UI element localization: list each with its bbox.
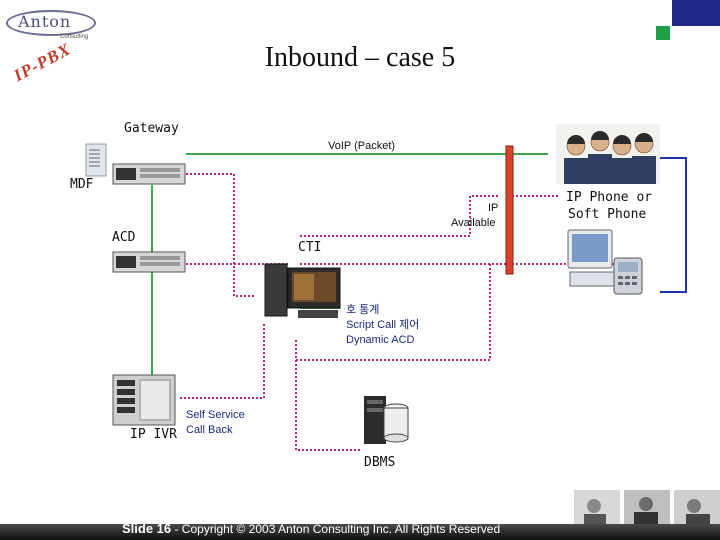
ip-phone-label-1: IP Phone or: [566, 190, 653, 205]
footer-text: Slide 16 - Copyright © 2003 Anton Consul…: [122, 521, 500, 536]
footer-bar: [0, 524, 720, 540]
database-icon: [364, 396, 409, 444]
ip-available-line-1: IP: [488, 202, 499, 214]
ivr-server-icon: [112, 374, 176, 426]
anton-logo: Anton Consulting: [4, 6, 100, 40]
voip-label: VoIP (Packet): [328, 140, 396, 152]
ip-available-line-2: Available: [451, 217, 496, 229]
ip-ivr-label: IP IVR: [130, 427, 177, 442]
cti-feature-stats: 호 통계: [346, 304, 380, 316]
self-service-label: Self Service: [186, 409, 245, 421]
ivr-cti-dotted: [180, 322, 265, 399]
acd-server-icon: [112, 251, 186, 273]
cti-phone-dotted: [296, 264, 491, 361]
slide-number: Slide 16: [122, 521, 172, 536]
call-back-label: Call Back: [186, 424, 233, 436]
footer: Slide 16 - Copyright © 2003 Anton Consul…: [0, 516, 720, 540]
ip-phone-icon: [567, 229, 643, 295]
dbms-cti-dotted: [295, 340, 360, 451]
mdf-panel-icon: [85, 143, 107, 177]
corner-square-top: [672, 0, 720, 26]
corner-square-green: [656, 26, 670, 40]
gateway-cti-dotted: [186, 173, 256, 297]
cti-ip-available-dotted: [300, 195, 498, 237]
cti-feature-dynamic-acd: Dynamic ACD: [346, 334, 415, 346]
gateway-label: Gateway: [124, 121, 179, 136]
agents-photo: [556, 124, 660, 184]
cti-workstation-icon: [264, 263, 341, 318]
ip-phone-label-2: Soft Phone: [568, 207, 647, 222]
dbms-label: DBMS: [364, 455, 396, 470]
cti-label: CTI: [298, 240, 322, 255]
acd-label: ACD: [112, 230, 136, 245]
gateway-server-icon: [112, 163, 186, 185]
copyright-text: - Copyright © 2003 Anton Consulting Inc.…: [171, 522, 501, 536]
slide-title: Inbound – case 5: [264, 42, 456, 73]
agents-blue-line: [660, 157, 687, 293]
mdf-label: MDF: [70, 177, 94, 192]
cti-feature-script: Script Call 제어: [346, 319, 420, 331]
firewall-bar: [505, 145, 514, 275]
